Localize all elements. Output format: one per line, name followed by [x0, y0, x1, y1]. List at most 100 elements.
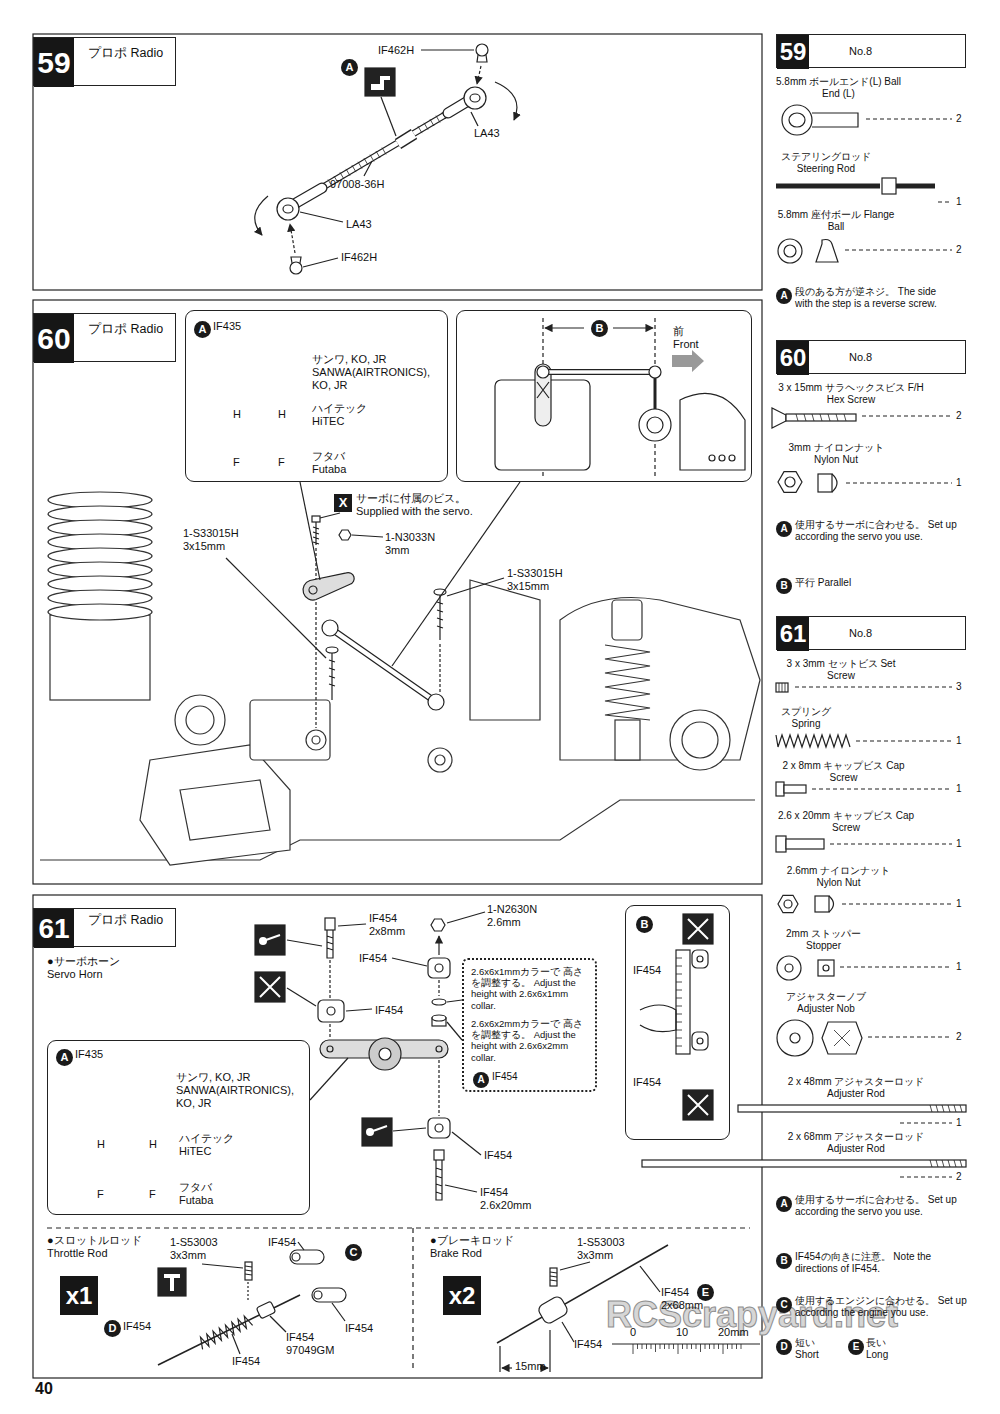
horn-linkage-parts — [362, 1118, 392, 1146]
parts-list-art — [845, 249, 952, 250]
horn-linkage-parts — [266, 935, 280, 940]
circled-letter: D — [104, 1320, 121, 1337]
part-label: プロポ Radio — [88, 46, 168, 61]
horn-linkage-parts — [287, 940, 322, 946]
circled-letter: A — [341, 59, 358, 76]
throttle-rod — [202, 1264, 243, 1268]
throttle-rod — [232, 1334, 240, 1354]
part-label: 使用するサーボに合わせる。 Set up according the servo… — [795, 519, 960, 543]
parts-list-art — [776, 836, 786, 852]
steering-rod-assembly — [471, 112, 478, 126]
part-label: IF454 — [123, 1320, 151, 1333]
step-number: x2 — [443, 1276, 481, 1315]
circled-letter: E — [848, 1339, 864, 1355]
step-number: 60 — [777, 341, 809, 375]
brake-rod — [612, 1343, 760, 1344]
part-label: 2 — [956, 113, 962, 125]
note-icon-letter: X — [334, 494, 352, 512]
servo-horn-parts — [300, 482, 320, 580]
horn-linkage-parts — [435, 1124, 443, 1132]
horn-linkage-parts — [287, 988, 316, 1006]
steering-rod-assembly — [398, 134, 414, 144]
part-label: IF454 — [345, 1322, 373, 1335]
parts-list-art — [834, 1030, 850, 1046]
horn-linkage-parts — [452, 1132, 481, 1155]
part-label: 10 — [676, 1326, 688, 1339]
parallel-detail — [495, 318, 745, 478]
step-number: 59 — [777, 35, 809, 69]
servo-horn-parts — [226, 482, 520, 728]
ruler-detail — [640, 1005, 676, 1032]
steering-rod-assembly — [477, 66, 481, 84]
parts-list-art — [823, 965, 829, 971]
part-label: プロポ Radio — [88, 913, 168, 928]
part-label: IF454 — [633, 964, 661, 977]
chassis-illustration — [612, 600, 642, 640]
part-label: ハイテック HiTEC — [312, 402, 392, 428]
parts-list-art — [856, 740, 952, 741]
parts-list-art — [776, 184, 880, 189]
part-label: 2 — [956, 1031, 962, 1043]
throttle-rod — [270, 1316, 286, 1332]
step-header-box: 61No.8 — [776, 616, 966, 650]
panel-frame — [33, 34, 762, 290]
part-label: 1-S53003 3x3mm — [577, 1236, 633, 1262]
part-label: 1-S33015H 3x15mm — [507, 567, 571, 593]
parallel-detail — [729, 455, 735, 461]
ruler-detail — [683, 1090, 713, 1120]
quantity-box: x2 — [443, 1276, 481, 1315]
part-label: ●サーボホーン Servo Horn — [47, 955, 147, 981]
part-label: IF454 — [375, 1004, 403, 1017]
part-label: LA43 — [474, 127, 500, 140]
horn-linkage-parts — [447, 912, 485, 923]
part-label: ●スロットルロッド Throttle Rod — [47, 1234, 167, 1260]
parts-list-art — [777, 956, 801, 980]
step-number: 60 — [34, 314, 74, 363]
part-label: IF462H — [341, 251, 377, 264]
brake-rod — [537, 1295, 570, 1325]
chassis-illustration — [615, 720, 640, 760]
steering-rod-assembly — [296, 188, 322, 203]
throttle-rod — [245, 1262, 252, 1280]
part-label: ステアリングロッド Steering Rod — [776, 151, 876, 175]
parts-list-art — [784, 900, 792, 908]
part-label: IF435 — [213, 320, 241, 333]
part-label: 5.8mm ボールエンド(L) Ball End (L) — [776, 76, 901, 100]
horn-linkage-parts — [255, 925, 285, 955]
parts-list-art — [830, 843, 952, 844]
detail-inset: B前 Front — [456, 310, 752, 482]
circled-letter: B — [591, 320, 608, 337]
throttle-rod — [158, 1295, 300, 1365]
parts-list-art — [812, 113, 858, 127]
chassis-illustration — [140, 745, 290, 865]
parts-list-art — [789, 113, 805, 127]
parts-list-art — [822, 1022, 862, 1054]
part-label: 2 — [956, 244, 962, 256]
chassis-illustration — [682, 722, 718, 758]
part-label: 使用するエンジンに合わせる。 Set up according the engi… — [795, 1295, 995, 1319]
steering-rod-assembly — [421, 49, 474, 50]
part-label: IF462H — [378, 44, 414, 57]
parallel-detail — [649, 366, 661, 378]
servo-horn-parts — [308, 585, 318, 595]
part-label: 1 — [956, 898, 962, 910]
servo-horn-parts — [300, 567, 357, 602]
steering-rod-assembly — [277, 198, 299, 220]
circled-letter: C — [345, 1244, 362, 1261]
part-label: IF454 — [574, 1338, 602, 1351]
part-label: サーボに付属のビス。 Supplied with the servo. — [356, 492, 496, 518]
step-number: 61 — [777, 617, 809, 651]
part-label: サンワ, KO, JR SANWA(AIRTRONICS), KO, JR — [176, 1071, 306, 1110]
horn-linkage-parts — [310, 1058, 348, 1100]
parts-list-art — [642, 1160, 966, 1167]
throttle-rod — [290, 1250, 324, 1264]
horn-linkage-parts — [438, 980, 439, 996]
horn-linkage-parts — [447, 1000, 462, 1002]
part-label: 15mm — [515, 1360, 546, 1373]
steering-rod-assembly — [477, 55, 487, 62]
part-label: 2.6 x 20mm キャップビス Cap Screw — [776, 810, 916, 834]
parts-list-art — [642, 42, 966, 1177]
part-label: 2.6x6x1mmカラーで 高さを調整する。 Adjust the height… — [471, 966, 589, 1011]
chassis-illustration — [428, 748, 452, 772]
horn-linkage-parts — [327, 1007, 335, 1015]
